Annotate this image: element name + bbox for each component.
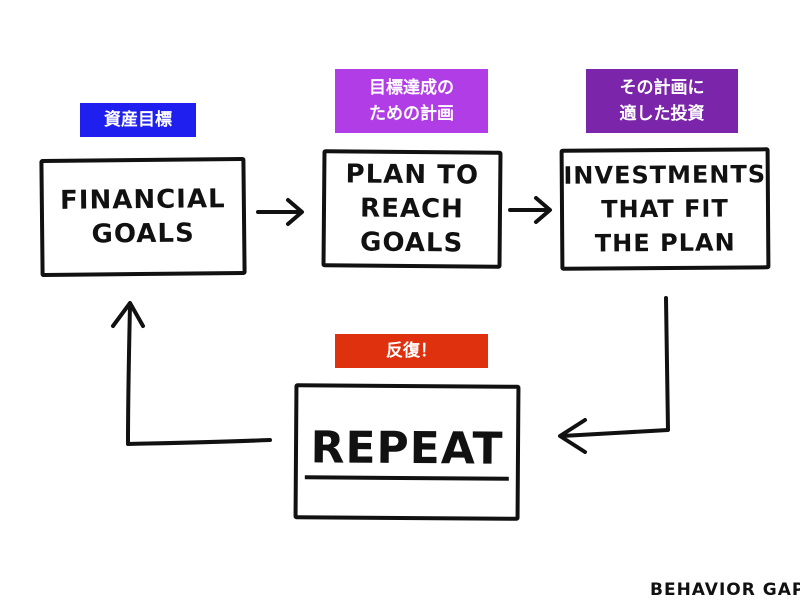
tag-line: 反復！	[386, 341, 437, 361]
arrow-repeat-to-goals	[111, 301, 272, 446]
tag-line: 適した投資	[619, 104, 705, 124]
repeat-jp-tag: 反復！	[335, 334, 488, 368]
investments-jp-tag: その計画に 適した投資	[586, 69, 738, 133]
arrow-investments-to-repeat	[558, 296, 670, 454]
arrow-plan-to-investments	[508, 196, 552, 224]
tag-line: 目標達成の	[369, 78, 454, 98]
tag-line: 資産目標	[104, 110, 172, 130]
behavior-gap-signature: BEHAVIOR GAP	[650, 580, 800, 600]
tag-line: その計画に	[619, 78, 705, 98]
financial-goals-jp-tag: 資産目標	[80, 103, 196, 137]
tag-line: ための計画	[369, 104, 454, 124]
arrow-goals-to-plan	[256, 198, 304, 226]
plan-jp-tag: 目標達成の ための計画	[335, 69, 488, 133]
